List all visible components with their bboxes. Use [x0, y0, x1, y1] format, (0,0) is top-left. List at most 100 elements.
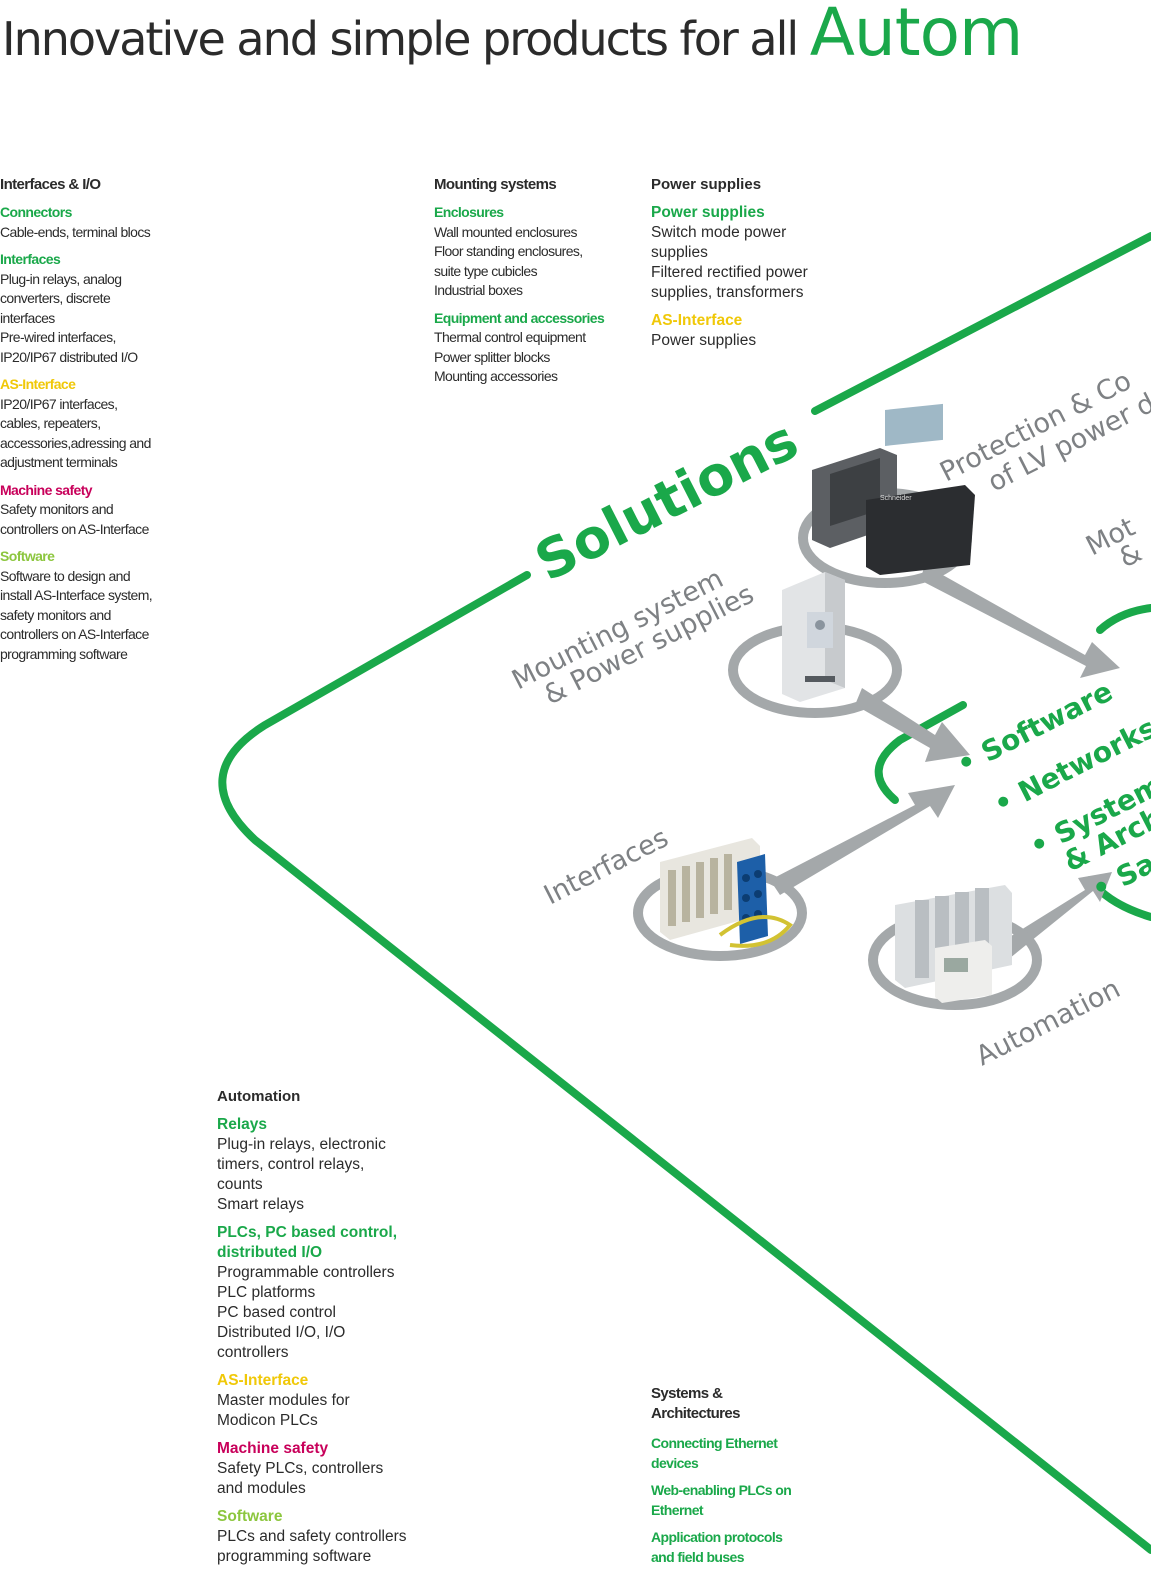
group-line: Mounting accessories — [434, 368, 558, 384]
group-line: supplies, transformers — [651, 284, 804, 301]
group-line: Plug-in relays, electronic — [217, 1136, 386, 1153]
interfaces-products — [660, 838, 793, 948]
power-meter-icon — [866, 485, 975, 575]
group-line: cables, repeaters, — [0, 415, 101, 431]
group-title: Equipment and accessories — [434, 309, 605, 326]
product-group-web-enabling-plcs-on-ethernet: Web-enabling PLCs on Ethernet — [651, 1481, 801, 1520]
group-line: PC based control — [217, 1304, 336, 1321]
group-line: controllers on AS-Interface — [0, 520, 149, 537]
power-meter-brand: Schneider — [880, 495, 912, 502]
group-title: Relays — [217, 1116, 267, 1133]
headline-accent: Autom — [809, 0, 1024, 71]
protection-products: Schneider — [812, 403, 975, 575]
group-line: timers, control relays, — [217, 1156, 365, 1173]
group-title: Application protocols and field buses — [651, 1529, 783, 1565]
group-line: Wall mounted enclosures — [434, 223, 577, 240]
group-line: Pre-wired interfaces, — [0, 329, 116, 345]
solutions-label: Solutions — [525, 408, 807, 593]
group-line: safety monitors and — [0, 606, 111, 623]
automation-label: Automation — [971, 973, 1125, 1072]
group-line: Switch mode power — [651, 224, 787, 241]
group-line: IP20/IP67 interfaces, — [0, 395, 118, 412]
page-headline: Innovative and simple products for all A… — [2, 0, 1024, 71]
group-title: Interfaces — [0, 251, 61, 267]
product-group-application-protocols-and-field-buses: Application protocols and field buses — [651, 1528, 801, 1567]
group-line: converters, discrete — [0, 290, 111, 306]
group-line: Power supplies — [651, 332, 757, 349]
group-line: Floor standing enclosures, — [434, 243, 583, 259]
group-line: Distributed I/O, I/O — [217, 1324, 346, 1341]
automation-products — [895, 885, 1012, 1003]
group-title: PLCs, PC based control, distributed I/O — [217, 1224, 398, 1261]
group-title: Power supplies — [651, 204, 765, 221]
group-line: Plug-in relays, analog — [0, 270, 122, 287]
group-line: Industrial boxes — [434, 282, 523, 298]
group-title: Machine safety — [0, 481, 93, 498]
distributed-io-icon — [737, 854, 768, 944]
column-title: Automation — [217, 1088, 301, 1105]
group-line: supplies — [651, 244, 708, 261]
group-line: Modicon PLCs — [217, 1412, 318, 1429]
group-line: interfaces — [0, 309, 55, 326]
group-line: install AS-Interface system, — [0, 587, 153, 603]
inner-loop-left — [874, 701, 967, 804]
group-title: Machine safety — [217, 1440, 329, 1457]
group-title: Software — [0, 548, 55, 564]
column-title: Mounting systems — [434, 176, 557, 193]
arrow-mounting — [855, 688, 970, 762]
headline-text: Innovative and simple products for all — [2, 12, 799, 66]
group-line: PLCs and safety controllers — [217, 1528, 407, 1545]
group-title: AS-Interface — [0, 376, 76, 392]
group-line: and modules — [217, 1480, 306, 1497]
group-title: Connectors — [0, 204, 72, 220]
group-line: programming software — [0, 645, 128, 662]
product-group-plcs-pc-based-control-distributed-i-o: PLCs, PC based control, distributed I/O P… — [217, 1223, 417, 1363]
group-line: Cable-ends, terminal blocs — [0, 223, 151, 240]
group-line: programming software — [217, 1548, 372, 1565]
group-line: Safety monitors and — [0, 501, 114, 517]
group-line: counts — [217, 1176, 263, 1193]
group-line: Power splitter blocks — [434, 348, 550, 365]
group-title: AS-Interface — [217, 1372, 309, 1389]
arrow-protection — [920, 565, 1120, 678]
product-group-connecting-ethernet-devices: Connecting Ethernet devices — [651, 1434, 801, 1473]
group-line: Thermal control equipment — [434, 329, 586, 345]
group-title: Web-enabling PLCs on Ethernet — [651, 1482, 792, 1518]
group-line: Master modules for — [217, 1392, 350, 1409]
group-line: Software to design and — [0, 567, 131, 584]
group-line: Smart relays — [217, 1196, 304, 1213]
arrow-interfaces — [770, 785, 955, 895]
solutions-outline-left — [218, 571, 1151, 1554]
interfaces-label: Interfaces — [539, 822, 673, 911]
group-line: controllers on AS-Interface — [0, 626, 149, 642]
group-line: PLC platforms — [217, 1284, 316, 1301]
column-title: Systems & Architectures — [651, 1385, 741, 1422]
group-line: Filtered rectified power — [651, 264, 808, 281]
solutions-outline — [811, 232, 1151, 415]
power-supply-product — [782, 572, 845, 702]
column-title: Interfaces & I/O — [0, 176, 101, 193]
group-line: Safety PLCs, controllers — [217, 1460, 384, 1477]
group-line: Programmable controllers — [217, 1264, 395, 1281]
group-title: Connecting Ethernet devices — [651, 1435, 778, 1471]
group-line: controllers — [217, 1344, 289, 1361]
group-title: Enclosures — [434, 204, 504, 220]
